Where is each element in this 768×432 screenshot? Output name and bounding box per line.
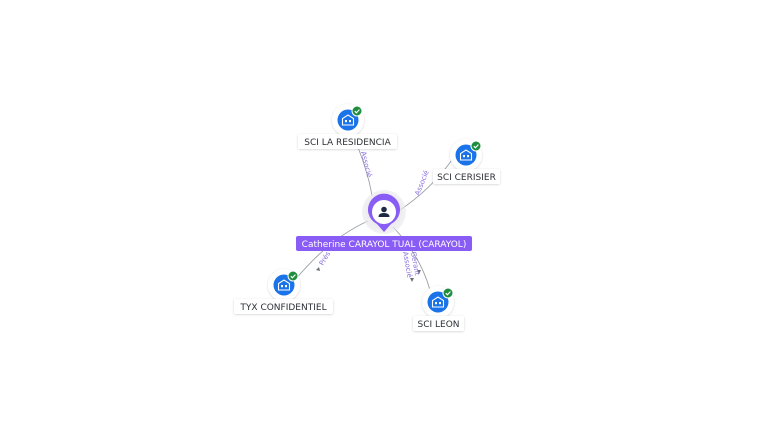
verified-badge-icon bbox=[351, 105, 363, 117]
center-label-bg bbox=[296, 236, 472, 251]
company-label-bg bbox=[413, 316, 464, 331]
verified-badge-icon bbox=[287, 270, 299, 282]
check-icon bbox=[354, 109, 360, 114]
building-icon bbox=[459, 149, 473, 161]
company-label-bg bbox=[298, 134, 397, 149]
building-icon bbox=[341, 114, 355, 126]
company-label-tyx: TYX CONFIDENTIEL bbox=[239, 303, 326, 313]
company-label-residencia: SCI LA RESIDENCIA bbox=[304, 138, 391, 148]
center-name-label: Catherine CARAYOL TUAL (CARAYOL) bbox=[302, 240, 467, 250]
edge-arrow-leon-1 bbox=[417, 270, 421, 274]
check-icon bbox=[290, 274, 296, 279]
company-node-residencia[interactable]: SCI LA RESIDENCIA bbox=[298, 104, 397, 149]
company-label-cerisier: SCI CERISIER bbox=[437, 173, 496, 183]
company-node-leon[interactable]: SCI LEON bbox=[413, 286, 464, 331]
company-label-leon: SCI LEON bbox=[417, 320, 459, 330]
edge-label-tyx: Prés bbox=[318, 250, 332, 267]
verified-badge-icon bbox=[442, 287, 454, 299]
person-icon bbox=[378, 206, 390, 217]
center-node[interactable]: Catherine CARAYOL TUAL (CARAYOL) bbox=[296, 190, 472, 251]
building-icon bbox=[431, 296, 445, 308]
check-icon bbox=[445, 291, 451, 296]
company-node-tyx[interactable]: TYX CONFIDENTIEL bbox=[234, 269, 333, 314]
verified-badge-icon bbox=[470, 140, 482, 152]
edge-label-residencia: Associé bbox=[359, 151, 373, 179]
company-label-bg bbox=[433, 169, 500, 184]
building-icon bbox=[277, 279, 291, 291]
company-node-cerisier[interactable]: SCI CERISIER bbox=[433, 139, 500, 184]
edge-arrow-tyx bbox=[316, 267, 320, 271]
edge-label-cerisier: Associé bbox=[413, 169, 430, 197]
edge-cerisier: Associé bbox=[399, 159, 453, 211]
company-label-bg bbox=[234, 299, 333, 314]
check-icon bbox=[473, 144, 479, 149]
edge-arrow-leon-2 bbox=[410, 278, 414, 282]
